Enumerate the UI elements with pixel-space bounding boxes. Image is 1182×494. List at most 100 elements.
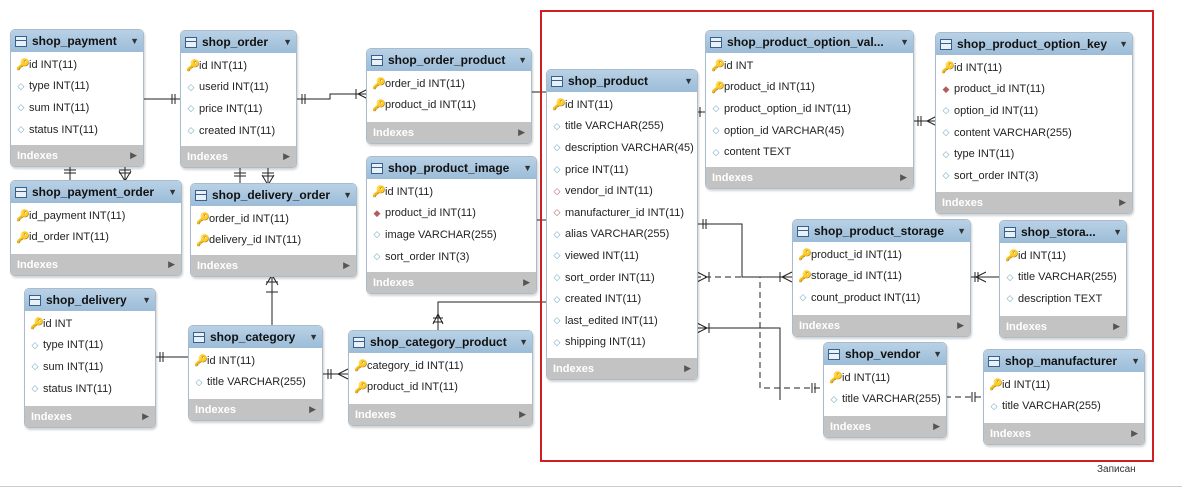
table-header[interactable]: shop_product_storage▼ (793, 220, 970, 242)
collapse-arrow-icon[interactable]: ▼ (523, 163, 532, 173)
column-row[interactable]: ◇title VARCHAR(255) (1000, 267, 1126, 289)
column-row[interactable]: 🔑product_id INT(11) (706, 77, 913, 99)
table-shop-vendor[interactable]: shop_vendor▼🔑id INT(11)◇title VARCHAR(25… (823, 342, 947, 438)
table-shop-payment-order[interactable]: shop_payment_order▼🔑id_payment INT(11)🔑i… (10, 180, 182, 276)
column-row[interactable]: 🔑id INT(11) (189, 350, 322, 372)
collapse-arrow-icon[interactable]: ▼ (130, 36, 139, 46)
expand-arrow-icon[interactable]: ▶ (519, 409, 526, 419)
column-row[interactable]: ◇type INT(11) (936, 143, 1132, 165)
column-row[interactable]: 🔑category_id INT(11) (349, 355, 532, 377)
column-row[interactable]: ◇vendor_id INT(11) (547, 180, 697, 202)
table-header[interactable]: shop_vendor▼ (824, 343, 946, 365)
indexes-footer[interactable]: Indexes▶ (824, 416, 946, 437)
column-row[interactable]: ◇title VARCHAR(255) (189, 372, 322, 394)
indexes-footer[interactable]: Indexes▶ (181, 146, 296, 167)
table-shop-order[interactable]: shop_order▼🔑id INT(11)◇userid INT(11)◇pr… (180, 30, 297, 168)
column-row[interactable]: 🔑product_id INT(11) (793, 244, 970, 266)
column-row[interactable]: ◇content VARCHAR(255) (936, 122, 1132, 144)
expand-arrow-icon[interactable]: ▶ (933, 421, 940, 431)
expand-arrow-icon[interactable]: ▶ (684, 363, 691, 373)
column-row[interactable]: 🔑product_id INT(11) (349, 377, 532, 399)
table-shop-storage[interactable]: shop_stora...▼🔑id INT(11)◇title VARCHAR(… (999, 220, 1127, 338)
table-header[interactable]: shop_delivery▼ (25, 289, 155, 311)
indexes-footer[interactable]: Indexes▶ (349, 404, 532, 425)
table-shop-product[interactable]: shop_product▼🔑id INT(11)◇title VARCHAR(2… (546, 69, 698, 380)
column-row[interactable]: 🔑id INT(11) (1000, 245, 1126, 267)
table-header[interactable]: shop_order_product▼ (367, 49, 531, 71)
column-row[interactable]: 🔑id_order INT(11) (11, 227, 181, 249)
column-row[interactable]: ◇product_option_id INT(11) (706, 98, 913, 120)
indexes-footer[interactable]: Indexes▶ (936, 192, 1132, 213)
column-row[interactable]: ◇last_edited INT(11) (547, 310, 697, 332)
expand-arrow-icon[interactable]: ▶ (343, 260, 350, 270)
table-header[interactable]: shop_product_option_key▼ (936, 33, 1132, 55)
table-header[interactable]: shop_payment_order▼ (11, 181, 181, 203)
collapse-arrow-icon[interactable]: ▼ (933, 349, 942, 359)
expand-arrow-icon[interactable]: ▶ (1131, 428, 1138, 438)
column-row[interactable]: 🔑id INT(11) (181, 55, 296, 77)
column-row[interactable]: 🔑id INT(11) (547, 94, 697, 116)
column-row[interactable]: ◇sum INT(11) (11, 97, 143, 119)
table-shop-manufacturer[interactable]: shop_manufacturer▼🔑id INT(11)◇title VARC… (983, 349, 1145, 445)
column-row[interactable]: ◇shipping INT(11) (547, 332, 697, 354)
table-header[interactable]: shop_product_option_val...▼ (706, 31, 913, 53)
table-shop-category-product[interactable]: shop_category_product▼🔑category_id INT(1… (348, 330, 533, 426)
table-header[interactable]: shop_product▼ (547, 70, 697, 92)
expand-arrow-icon[interactable]: ▶ (283, 151, 290, 161)
column-row[interactable]: ◇manufacturer_id INT(11) (547, 202, 697, 224)
expand-arrow-icon[interactable]: ▶ (130, 150, 137, 160)
expand-arrow-icon[interactable]: ▶ (168, 259, 175, 269)
column-row[interactable]: ◇viewed INT(11) (547, 245, 697, 267)
collapse-arrow-icon[interactable]: ▼ (684, 76, 693, 86)
column-row[interactable]: ◇alias VARCHAR(255) (547, 224, 697, 246)
collapse-arrow-icon[interactable]: ▼ (957, 226, 966, 236)
column-row[interactable]: ◇option_id VARCHAR(45) (706, 120, 913, 142)
column-row[interactable]: 🔑id INT (706, 55, 913, 77)
column-row[interactable]: ◆product_id INT(11) (367, 203, 536, 225)
expand-arrow-icon[interactable]: ▶ (900, 172, 907, 182)
collapse-arrow-icon[interactable]: ▼ (309, 332, 318, 342)
table-header[interactable]: shop_delivery_order▼ (191, 184, 356, 206)
column-row[interactable]: ◇sort_order INT(3) (367, 246, 536, 268)
column-row[interactable]: 🔑id INT(11) (367, 181, 536, 203)
column-row[interactable]: ◇sort_order INT(3) (936, 165, 1132, 187)
column-row[interactable]: ◇price INT(11) (181, 98, 296, 120)
indexes-footer[interactable]: Indexes▶ (793, 315, 970, 336)
column-row[interactable]: 🔑id INT(11) (824, 367, 946, 389)
table-shop-product-option-key[interactable]: shop_product_option_key▼🔑id INT(11)◆prod… (935, 32, 1133, 214)
collapse-arrow-icon[interactable]: ▼ (283, 37, 292, 47)
collapse-arrow-icon[interactable]: ▼ (1113, 227, 1122, 237)
indexes-footer[interactable]: Indexes▶ (367, 122, 531, 143)
column-row[interactable]: ◇option_id INT(11) (936, 100, 1132, 122)
table-header[interactable]: shop_category▼ (189, 326, 322, 348)
table-shop-delivery-order[interactable]: shop_delivery_order▼🔑order_id INT(11)🔑de… (190, 183, 357, 277)
expand-arrow-icon[interactable]: ▶ (523, 277, 530, 287)
table-header[interactable]: shop_stora...▼ (1000, 221, 1126, 243)
indexes-footer[interactable]: Indexes▶ (706, 167, 913, 188)
table-header[interactable]: shop_order▼ (181, 31, 296, 53)
column-row[interactable]: 🔑order_id INT(11) (191, 208, 356, 230)
column-row[interactable]: ◇count_product INT(11) (793, 287, 970, 309)
indexes-footer[interactable]: Indexes▶ (367, 272, 536, 293)
table-shop-delivery[interactable]: shop_delivery▼🔑id INT◇type INT(11)◇sum I… (24, 288, 156, 428)
table-header[interactable]: shop_payment▼ (11, 30, 143, 52)
column-row[interactable]: 🔑id INT(11) (936, 57, 1132, 79)
collapse-arrow-icon[interactable]: ▼ (142, 295, 151, 305)
expand-arrow-icon[interactable]: ▶ (309, 404, 316, 414)
column-row[interactable]: ◇userid INT(11) (181, 77, 296, 99)
column-row[interactable]: ◇type INT(11) (25, 335, 155, 357)
table-shop-order-product[interactable]: shop_order_product▼🔑order_id INT(11)🔑pro… (366, 48, 532, 144)
table-shop-product-storage[interactable]: shop_product_storage▼🔑product_id INT(11)… (792, 219, 971, 337)
table-header[interactable]: shop_product_image▼ (367, 157, 536, 179)
column-row[interactable]: ◇title VARCHAR(255) (824, 389, 946, 411)
column-row[interactable]: ◇image VARCHAR(255) (367, 224, 536, 246)
expand-arrow-icon[interactable]: ▶ (957, 320, 964, 330)
table-header[interactable]: shop_manufacturer▼ (984, 350, 1144, 372)
collapse-arrow-icon[interactable]: ▼ (343, 190, 352, 200)
collapse-arrow-icon[interactable]: ▼ (1131, 356, 1140, 366)
table-shop-category[interactable]: shop_category▼🔑id INT(11)◇title VARCHAR(… (188, 325, 323, 421)
indexes-footer[interactable]: Indexes▶ (547, 358, 697, 379)
table-shop-product-option-values[interactable]: shop_product_option_val...▼🔑id INT🔑produ… (705, 30, 914, 189)
expand-arrow-icon[interactable]: ▶ (1113, 321, 1120, 331)
collapse-arrow-icon[interactable]: ▼ (518, 55, 527, 65)
